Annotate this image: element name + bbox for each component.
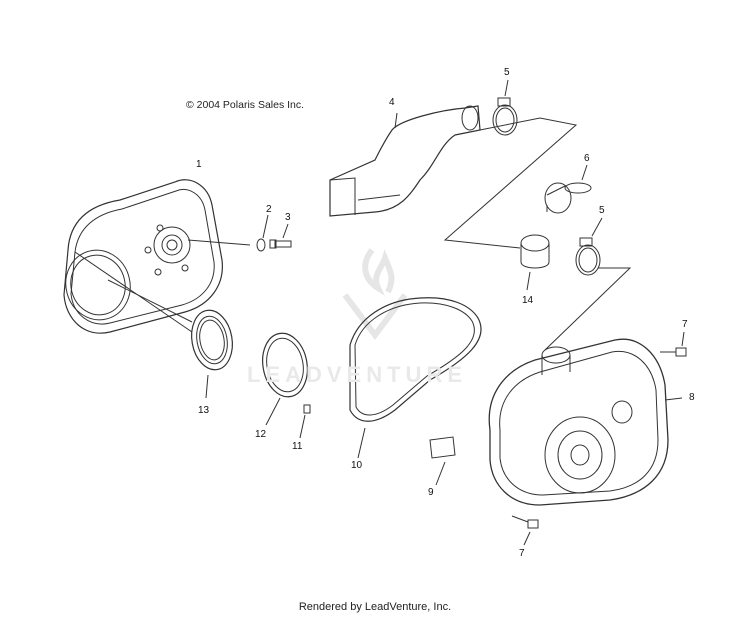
bolt-part-7a [660,331,687,357]
callout-11: 11 [292,441,303,452]
boot-part-14 [520,234,550,291]
callout-10: 10 [351,460,363,471]
washer-part-2 [256,214,269,252]
callout-5a: 5 [504,67,510,78]
plate-part-12 [262,332,308,426]
screw-part-11 [299,404,311,439]
footer-credit: Rendered by LeadVenture, Inc. [298,601,452,613]
clamp-part-5b [575,217,603,276]
callout-14: 14 [522,295,534,306]
watermark-text: LEADVENTURE [247,362,468,387]
watermark-logo [342,248,408,340]
callout-1: 1 [196,159,202,170]
bolt-part-7b [511,515,539,546]
coupler-part-6 [544,164,592,214]
drawing-lines [63,79,687,546]
outer-cover-part-8 [488,338,683,506]
duct-part-4 [329,105,481,217]
assembly-leaders [443,117,632,351]
callout-13: 13 [198,405,210,416]
callout-12: 12 [255,429,267,440]
clamp-part-5a [492,79,518,136]
callout-8: 8 [689,392,695,403]
inner-cover-part-1 [63,179,251,334]
belt-part-10 [349,297,482,459]
callout-4: 4 [389,97,395,108]
bolt-part-3 [269,223,292,249]
callout-7a: 7 [682,319,688,330]
decal-part-9 [429,436,456,486]
seal-part-13 [191,309,233,399]
callout-3: 3 [285,212,291,223]
copyright-text: © 2004 Polaris Sales Inc. [186,99,305,111]
callout-5b: 5 [599,205,605,216]
callout-6: 6 [584,153,590,164]
callout-2: 2 [266,204,272,215]
callout-7b: 7 [519,548,525,559]
callout-9: 9 [428,487,434,498]
